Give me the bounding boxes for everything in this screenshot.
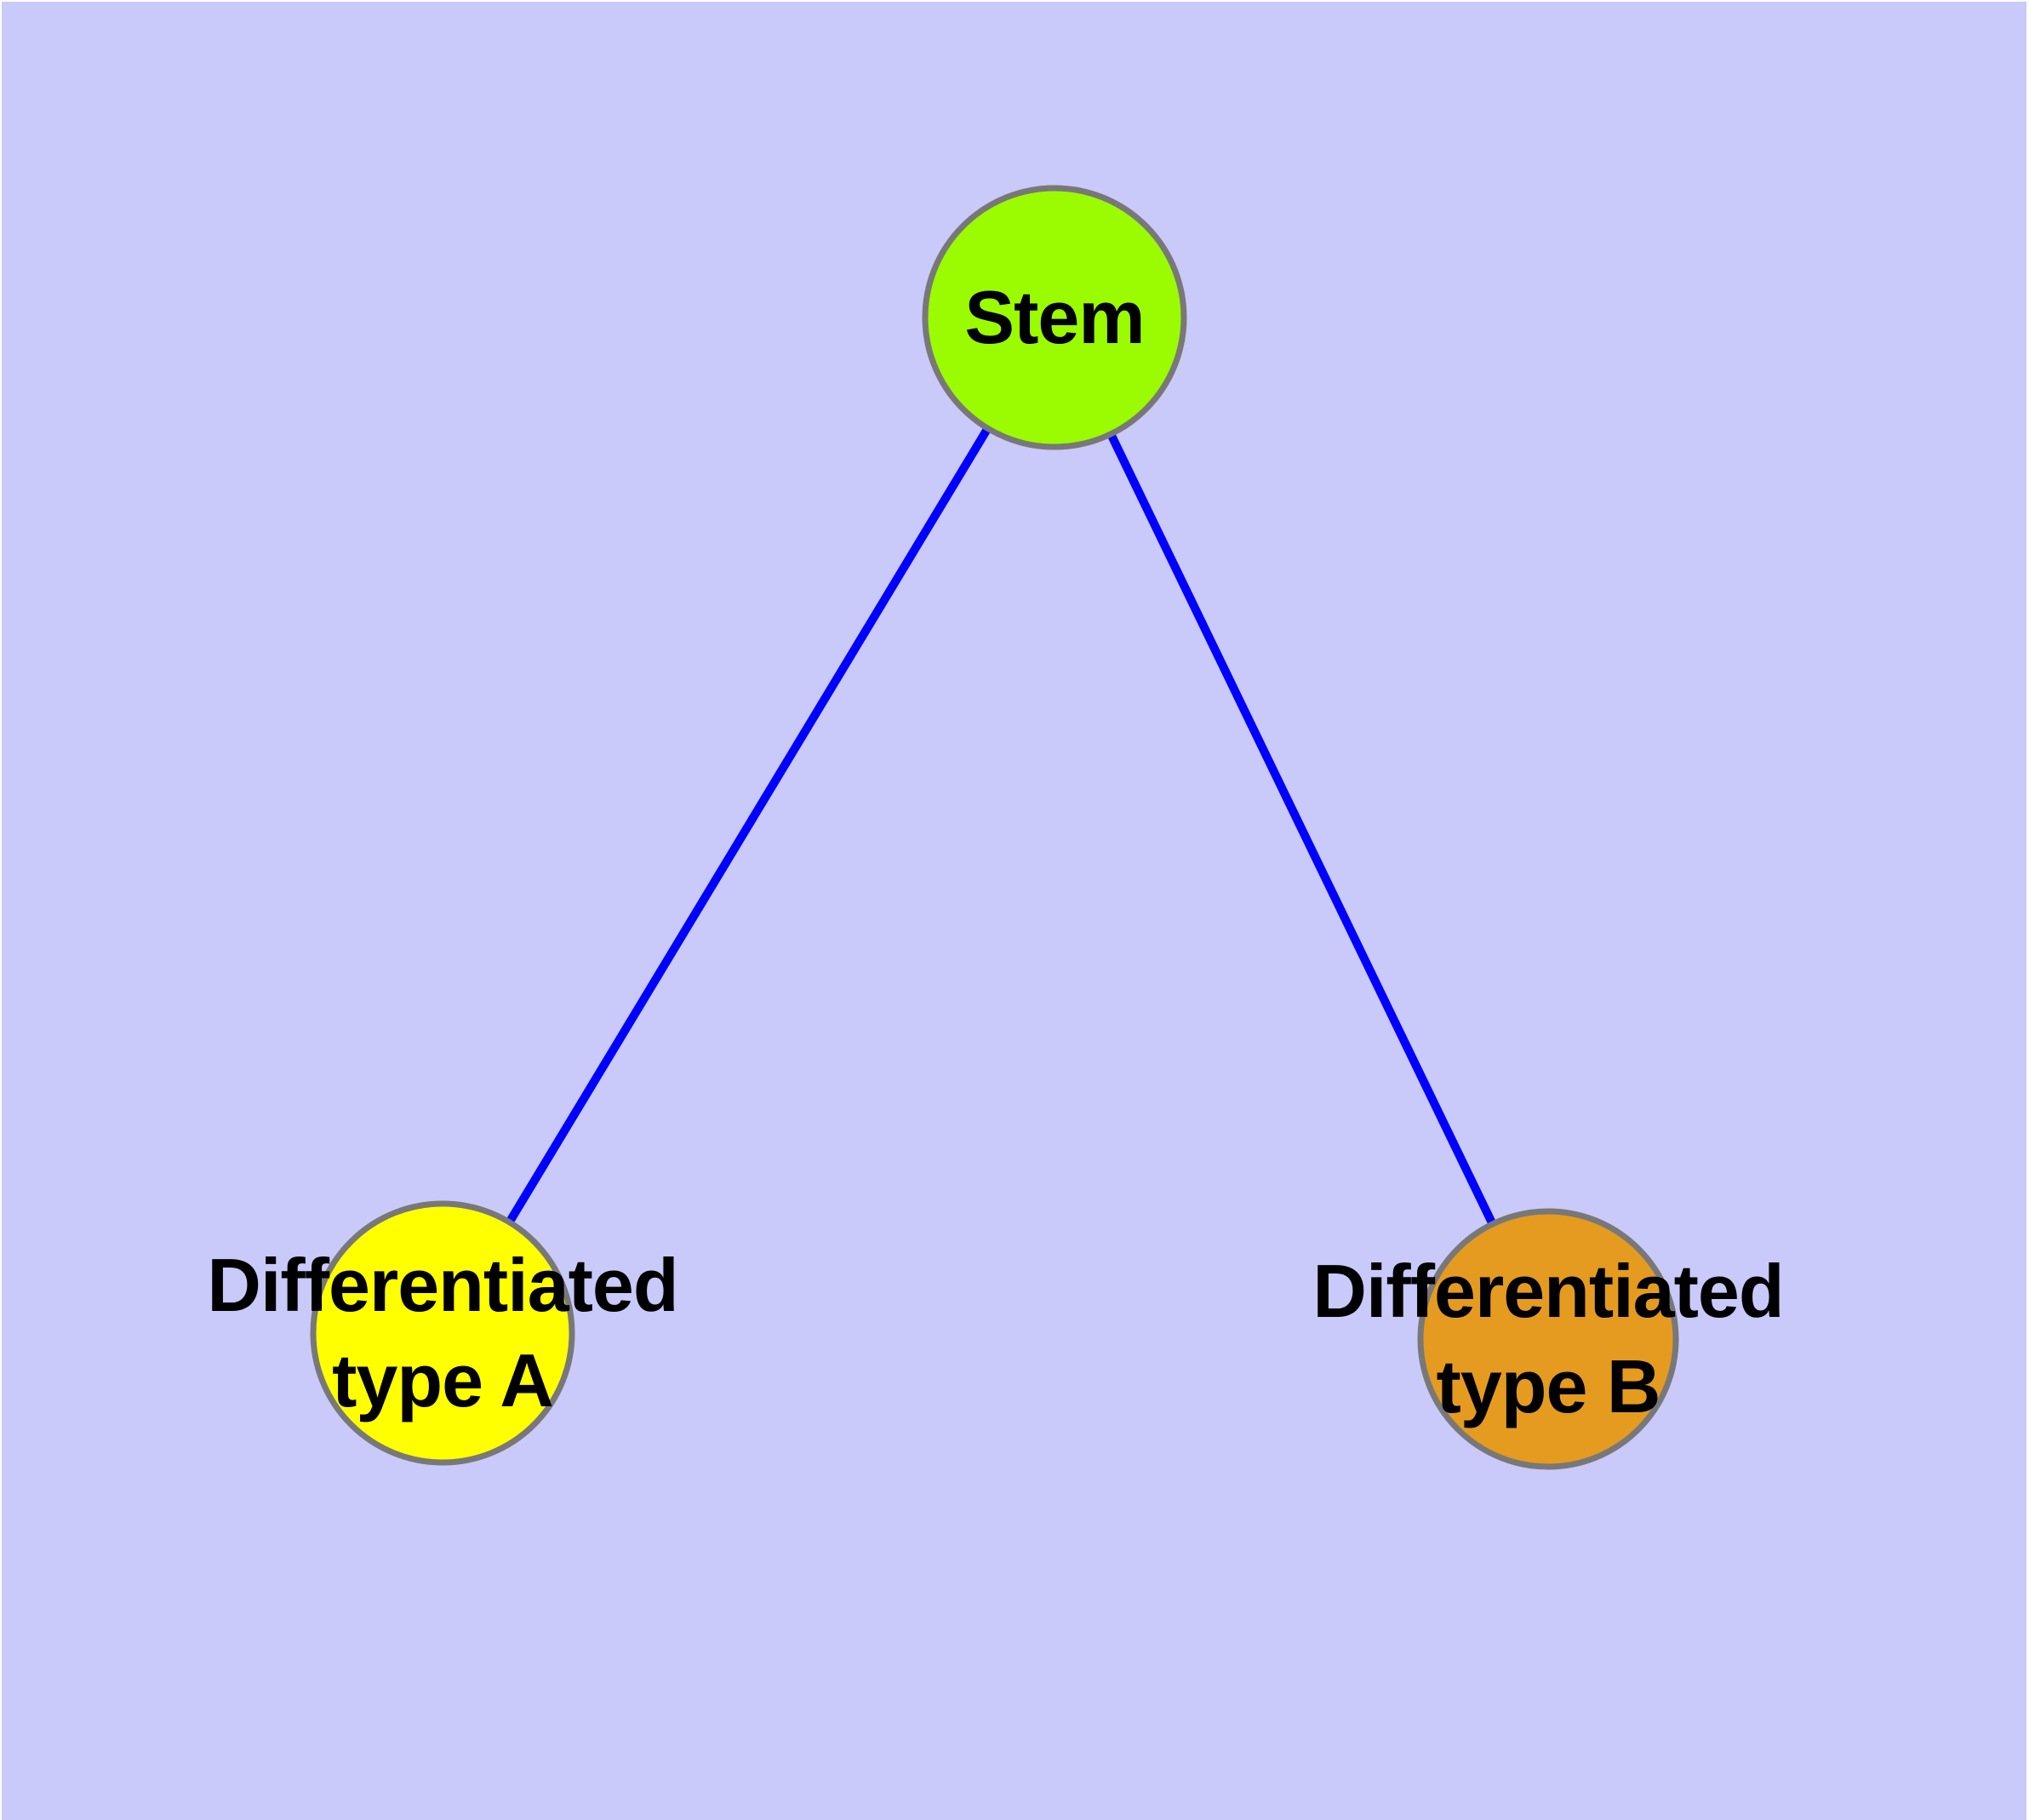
node-type-a-label-line1: Differentiated <box>207 1243 678 1327</box>
node-type-a-circle <box>310 1200 575 1466</box>
node-type-b-label: Differentiated type B <box>1123 1244 1974 1434</box>
edge-stem-to-type-b <box>1050 315 1552 1342</box>
node-stem-label-text: Stem <box>964 275 1145 359</box>
node-type-b-label-line2: type B <box>1436 1344 1661 1428</box>
node-stem-label: Stem <box>799 270 1310 365</box>
node-stem-circle <box>922 185 1187 450</box>
node-type-b-circle <box>1417 1208 1679 1470</box>
node-type-a-label-line2: type A <box>332 1338 554 1422</box>
node-type-a-label: Differentiated type A <box>17 1238 868 1428</box>
edge-stem-to-type-a <box>438 315 1059 1336</box>
node-type-b-label-line1: Differentiated <box>1312 1249 1784 1333</box>
